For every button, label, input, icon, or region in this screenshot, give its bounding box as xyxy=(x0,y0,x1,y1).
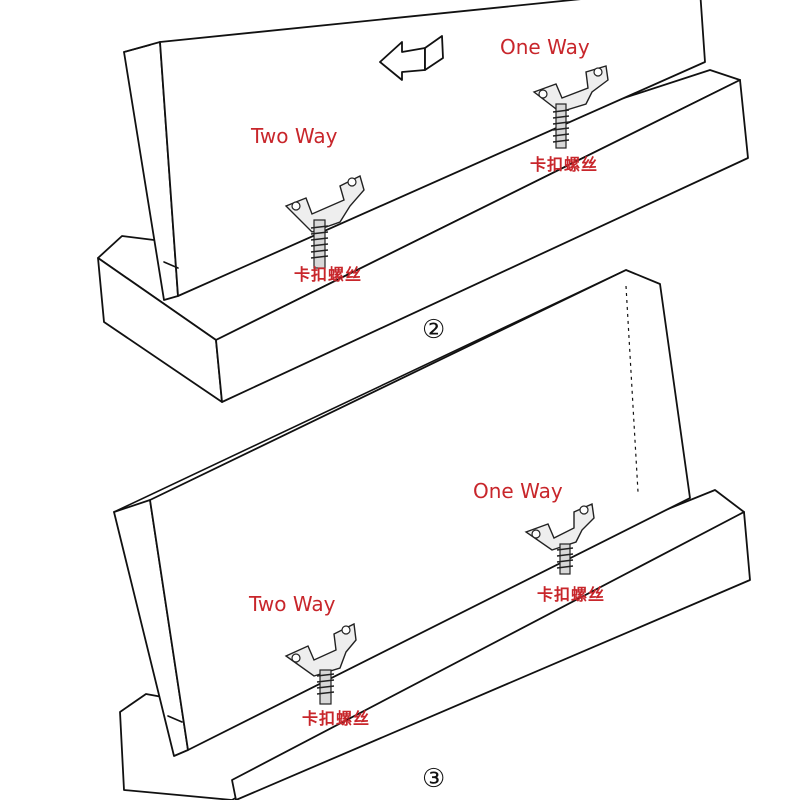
step-3-two-way-fitting xyxy=(284,622,357,705)
step-3-panel xyxy=(113,269,691,757)
arrow-left-icon xyxy=(379,35,444,81)
step-3-base-block xyxy=(119,489,751,800)
step-3-illustration xyxy=(113,269,751,800)
step-3-one-way-screw-label: 卡扣螺丝 xyxy=(537,585,606,604)
step-2-one-way-fitting xyxy=(532,65,609,149)
step-2-one-way-label: One Way xyxy=(500,35,590,59)
step-3-one-way-fitting xyxy=(524,502,595,575)
step-2-base-block xyxy=(97,69,749,403)
step-2-one-way-screw-label: 卡扣螺丝 xyxy=(530,155,599,174)
step-2-panel xyxy=(123,0,706,301)
step-3-number-marker: ③ xyxy=(422,764,446,794)
step-3-one-way-label: One Way xyxy=(473,479,563,503)
step-2-number-marker: ② xyxy=(422,315,446,345)
step-2-two-way-label: Two Way xyxy=(251,124,338,148)
step-2-two-way-fitting xyxy=(284,174,365,269)
step-3-two-way-label: Two Way xyxy=(249,592,336,616)
step-3-two-way-screw-label: 卡扣螺丝 xyxy=(302,709,371,728)
step-2-illustration xyxy=(97,0,749,403)
step-2-two-way-screw-label: 卡扣螺丝 xyxy=(294,265,363,284)
